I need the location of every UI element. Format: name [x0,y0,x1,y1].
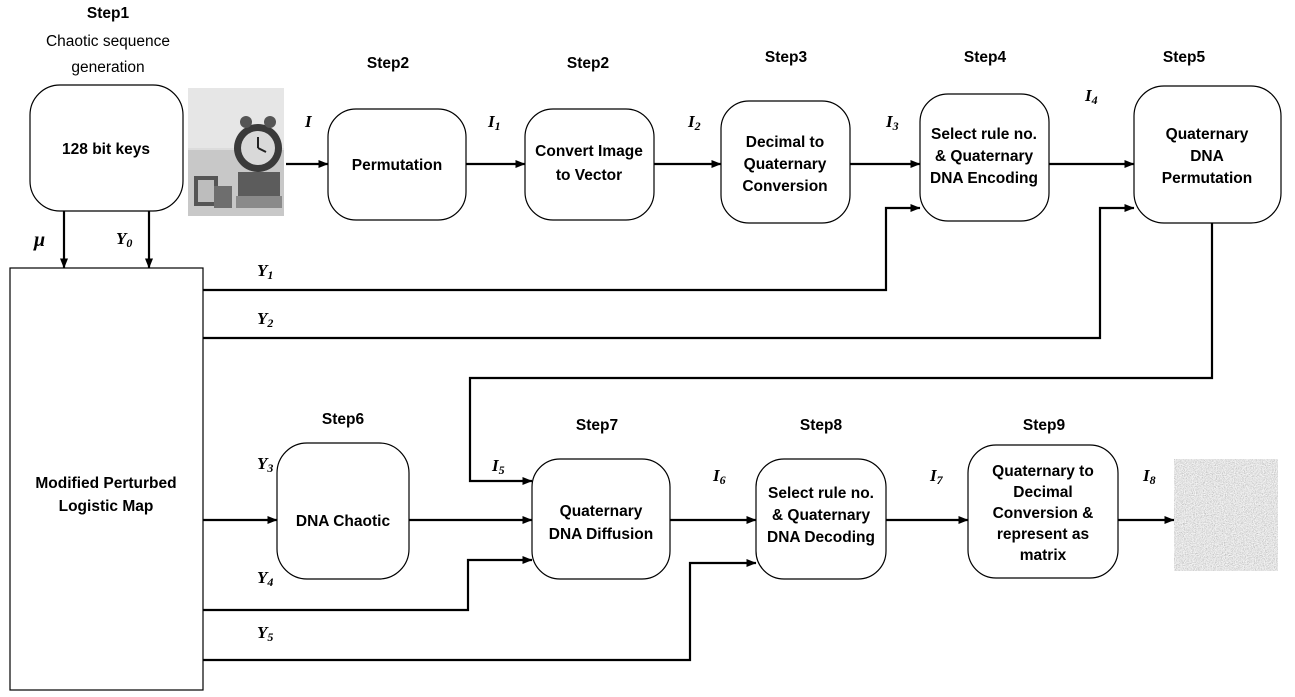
signal-i-label: I [304,112,313,131]
step2-title-convert: Step2 [567,55,609,72]
signal-y3-label: Y3 [257,454,273,475]
signal-i3-label: I3 [885,112,899,133]
input-image [188,88,284,216]
step1-subtitle-line2: generation [71,59,144,76]
step5-title: Step5 [1163,49,1206,66]
dna-encoding-box [919,93,1050,222]
step8-title: Step8 [800,417,843,434]
signal-y4-label: Y4 [257,568,273,589]
logistic-map-box [9,267,204,691]
signal-i5-label: I5 [491,456,505,477]
step2-title-permutation: Step2 [367,55,409,72]
step4-title: Step4 [964,49,1007,66]
convert-image-box [524,108,655,221]
dna-chaotic-box-label: DNA Chaotic [296,513,391,530]
line-y1-to-encoding [203,204,921,292]
signal-i2-label: I2 [687,112,701,133]
line-y4-to-diffusion [203,556,533,612]
signal-i7-label: I7 [929,466,944,487]
step6-title: Step6 [322,411,365,428]
line-y2-to-dna-permutation [203,204,1135,340]
signal-y2-label: Y2 [257,309,273,330]
line-i5-feedback [468,223,1214,485]
signal-i8-label: I8 [1142,466,1156,487]
dna-chaotic-box [276,442,410,580]
keys-box-label: 128 bit keys [62,141,150,158]
quaternary-to-decimal-box [967,444,1119,579]
step1-subtitle-line1: Chaotic sequence [46,33,170,50]
connectors [60,160,1214,662]
signal-i6-label: I6 [712,466,726,487]
signal-y0-label: Y0 [116,229,132,250]
line-y5-to-decoding [203,559,757,662]
step1-title: Step1 [87,5,130,22]
encrypted-output-image [1174,459,1278,571]
step7-title: Step7 [576,417,618,434]
dna-permutation-box [1133,85,1282,224]
signal-i4-label: I4 [1084,86,1098,107]
signal-mu-label: μ [33,229,45,251]
permutation-box-label: Permutation [352,157,442,174]
step9-title: Step9 [1023,417,1066,434]
step3-title: Step3 [765,49,808,66]
signal-y1-label: Y1 [257,261,273,282]
signal-i1-label: I1 [487,112,501,133]
keys-box [29,84,184,212]
signal-y5-label: Y5 [257,623,273,644]
